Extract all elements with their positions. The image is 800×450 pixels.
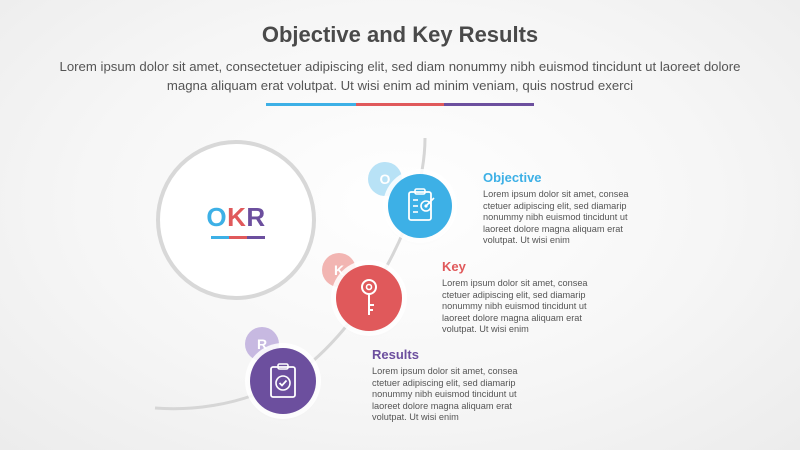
page-subtitle: Lorem ipsum dolor sit amet, consectetuer…	[59, 59, 741, 93]
objective-title: Objective	[483, 170, 542, 185]
divider-results	[444, 103, 534, 106]
okr-label: OKR	[160, 202, 312, 233]
objective-description: Lorem ipsum dolor sit amet, consea ctetu…	[483, 189, 629, 246]
results-description: Lorem ipsum dolor sit amet, consea ctetu…	[372, 366, 518, 423]
key-icon	[361, 279, 377, 315]
results-title: Results	[372, 347, 419, 362]
key-badge-letter: K	[333, 262, 345, 278]
results-badge-letter: R	[256, 336, 268, 352]
okr-letter-o: O	[206, 202, 228, 232]
key-title: Key	[442, 259, 466, 274]
okr-letter-r: R	[246, 202, 266, 232]
okr-underline-key	[229, 236, 247, 239]
divider-objective	[266, 103, 356, 106]
okr-letters: OKR	[206, 202, 265, 232]
key-node	[336, 265, 402, 331]
okr-center-circle: OKR	[156, 140, 316, 300]
okr-underline-objective	[211, 236, 229, 239]
clipboard-check-icon	[270, 363, 296, 398]
key-description: Lorem ipsum dolor sit amet, consea ctetu…	[442, 278, 588, 335]
page-title: Objective and Key Results	[261, 22, 539, 47]
okr-underline-results	[247, 236, 265, 239]
divider-key	[356, 103, 444, 106]
okr-letter-k: K	[227, 202, 247, 232]
objective-node	[388, 174, 452, 238]
results-node	[250, 348, 316, 414]
okr-underline	[211, 236, 265, 239]
clipboard-target-icon	[408, 188, 435, 221]
objective-badge-letter: O	[379, 171, 391, 187]
